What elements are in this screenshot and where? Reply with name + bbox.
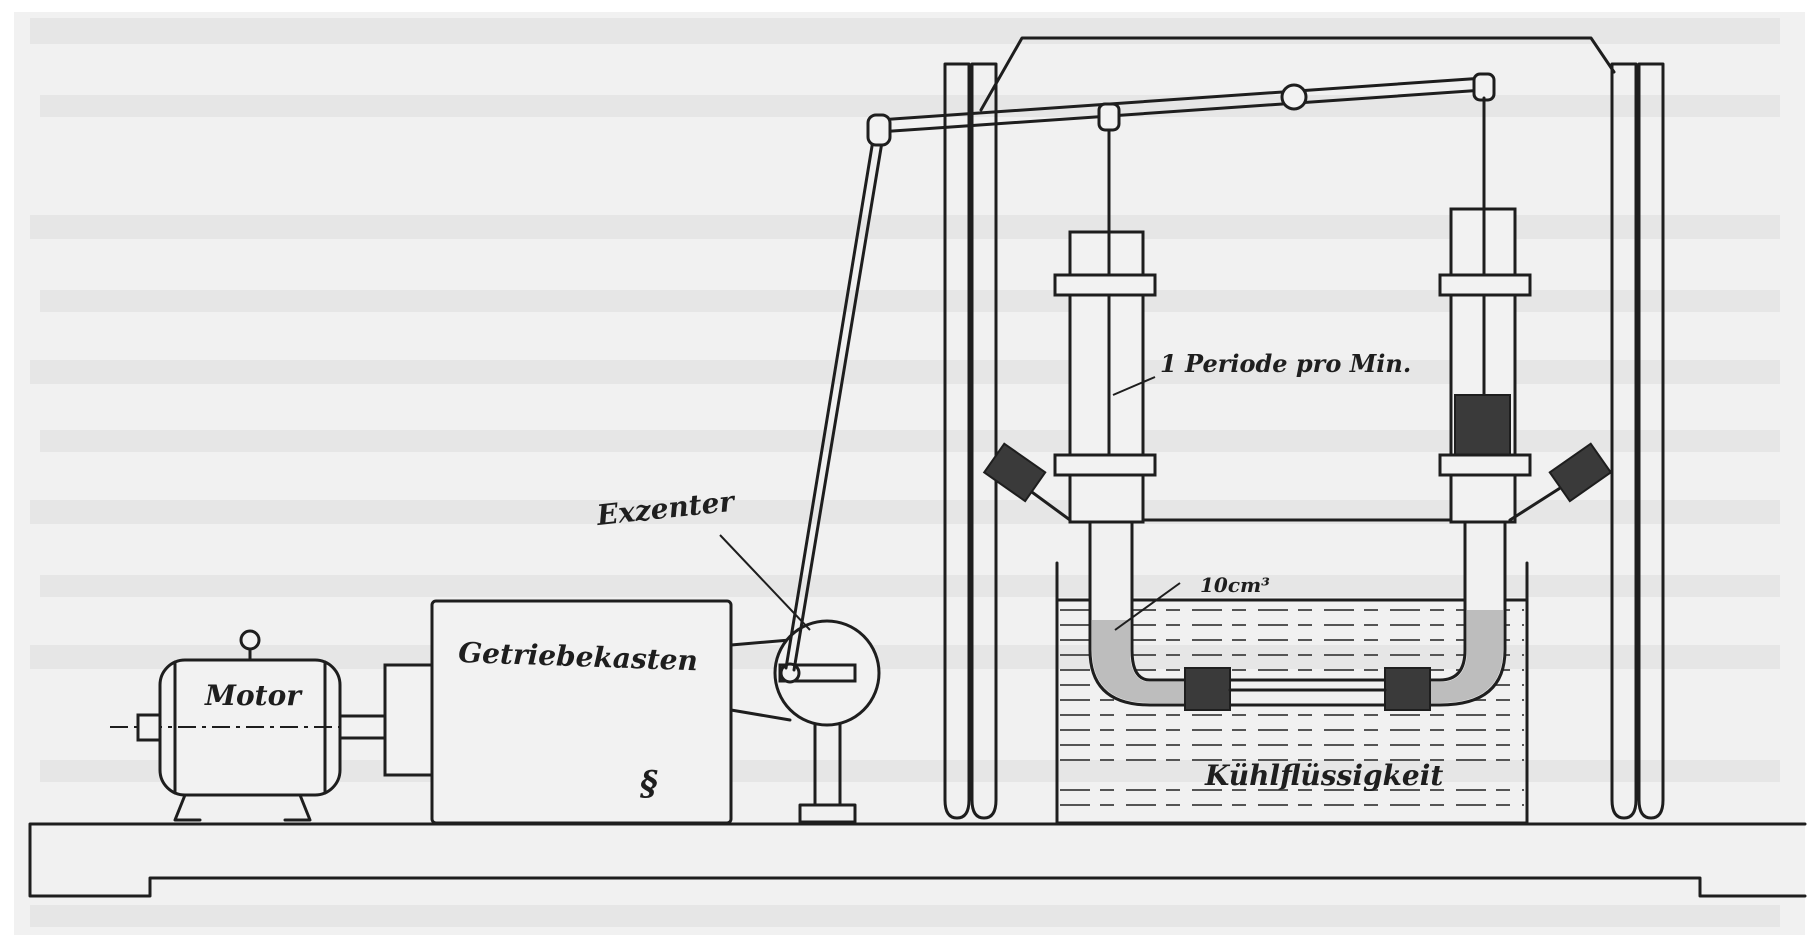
eccentric-leader-line <box>719 534 811 631</box>
motor-label: Motor <box>204 679 303 712</box>
rocker-beam <box>866 72 1496 147</box>
gearbox <box>430 599 733 825</box>
left-thermometer <box>943 62 998 820</box>
coolant-label: Kühlflüssigkeit <box>1204 759 1443 792</box>
paper-background <box>14 12 1805 935</box>
volume-leader-line <box>1114 582 1181 631</box>
period-leader-line <box>1112 376 1156 396</box>
motor <box>110 629 430 822</box>
volume-label: 10cm³ <box>1200 573 1270 597</box>
period-label: 1 Periode pro Min. <box>1160 349 1411 378</box>
support-frame <box>979 36 1616 112</box>
coupling <box>383 663 437 777</box>
connecting-rod <box>784 126 886 672</box>
gearbox-monogram: § <box>639 764 658 804</box>
u-tube <box>982 96 1613 711</box>
eccentric <box>729 619 881 824</box>
right-thermometer <box>1610 62 1665 820</box>
